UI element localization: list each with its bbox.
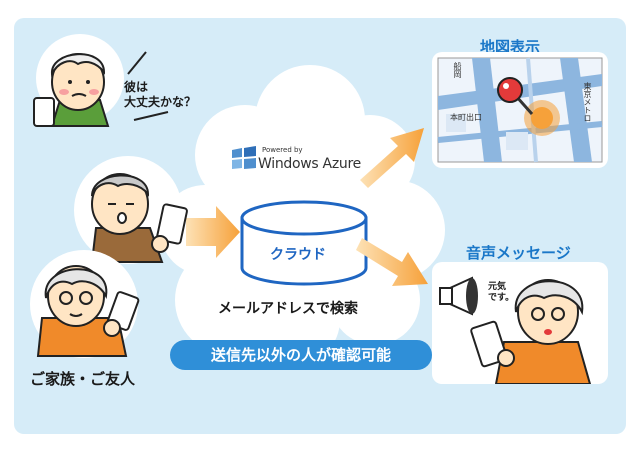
search-caption: メールアドレスで検索 — [218, 301, 358, 317]
megaphone-icon — [439, 276, 478, 316]
cloud-database-icon — [240, 200, 368, 286]
map-label-left: 船岡 — [453, 62, 462, 78]
map-card: 船岡 本町出口 東京メトロ — [432, 52, 608, 168]
arrow-cloud-to-voice — [356, 238, 428, 286]
arrow-family-to-cloud — [186, 206, 240, 258]
speech-lines-decoration — [127, 51, 169, 121]
cloud-label: クラウド — [270, 247, 326, 263]
map-label-right: 東京メトロ — [583, 82, 592, 122]
worried-man-illustration — [33, 34, 124, 127]
voice-illustration — [439, 276, 592, 385]
voice-speech-text: 元気 です。 — [488, 282, 515, 303]
family-label: ご家族・ご友人 — [30, 370, 136, 388]
worry-speech-text: 彼は 大丈夫かな？ — [124, 80, 197, 109]
azure-logo-text: Windows Azure — [258, 156, 361, 172]
voice-card: 元気 です。 — [432, 262, 608, 385]
map-illustration — [437, 57, 603, 163]
woman-phone-illustration — [30, 250, 140, 358]
map-label-bottom: 本町出口 — [450, 113, 482, 122]
voice-title: 音声メッセージ — [466, 244, 571, 262]
map-title: 地図表示 — [480, 38, 541, 56]
privacy-pill: 送信先以外の人が確認可能 — [170, 340, 432, 370]
arrow-cloud-to-map — [360, 128, 424, 188]
azure-powered-by: Powered by — [262, 146, 303, 154]
elderly-man-tablet-illustration — [74, 156, 188, 264]
windows-flag-icon — [232, 146, 256, 169]
